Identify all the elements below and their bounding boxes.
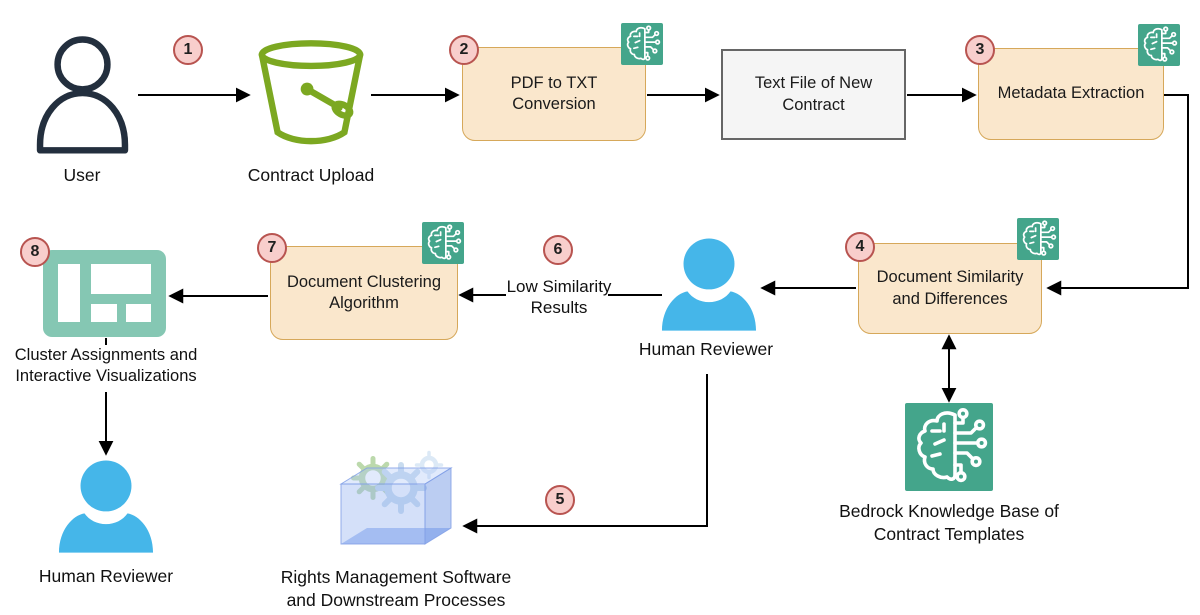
text-file-box: Text File of New Contract xyxy=(721,49,906,140)
person-solid-icon xyxy=(660,238,758,332)
pdf-to-txt-box: PDF to TXT Conversion xyxy=(462,47,646,141)
gears-in-cube-icon xyxy=(333,443,458,550)
step-badge-5: 5 xyxy=(545,485,575,515)
user-label: User xyxy=(63,165,101,185)
bedrock-brain-circuit-icon xyxy=(1017,218,1059,260)
dashboard-grid-icon xyxy=(43,250,166,337)
metadata-extraction-box: Metadata Extraction xyxy=(978,48,1164,140)
bedrock-brain-circuit-icon xyxy=(621,23,663,65)
step-badge-4: 4 xyxy=(845,232,875,262)
step-badge-8: 8 xyxy=(20,237,50,267)
step-badge-1: 1 xyxy=(173,35,203,65)
step-badge-3: 3 xyxy=(965,35,995,65)
person-solid-icon xyxy=(57,460,155,554)
bedrock-brain-circuit-icon xyxy=(422,222,464,264)
document-clustering-label: Document Clustering Algorithm xyxy=(286,272,442,312)
rights-management-label: Rights Management Software and Downstrea… xyxy=(280,567,512,610)
step-badge-7: 7 xyxy=(257,233,287,263)
pdf-to-txt-label: PDF to TXT Conversion xyxy=(510,73,598,113)
step-badge-6: 6 xyxy=(543,235,573,265)
low-similarity-label: Low Similarity Results xyxy=(506,277,612,318)
human-reviewer-bottom-label: Human Reviewer xyxy=(38,566,174,586)
bedrock-brain-circuit-icon xyxy=(1138,24,1180,66)
cluster-assignments-label: Cluster Assignments and Interactive Visu… xyxy=(14,346,198,386)
bedrock-kb-label: Bedrock Knowledge Base of Contract Templ… xyxy=(839,501,1059,544)
person-outline-icon xyxy=(28,34,137,154)
metadata-extraction-label: Metadata Extraction xyxy=(997,84,1145,103)
contract-upload-label: Contract Upload xyxy=(247,165,375,185)
step-badge-2: 2 xyxy=(449,35,479,65)
s3-bucket-icon xyxy=(255,36,368,148)
arrow-reviewer-to-rights xyxy=(462,374,708,534)
human-reviewer-mid-label: Human Reviewer xyxy=(638,339,774,359)
bedrock-brain-circuit-icon xyxy=(905,403,993,491)
document-similarity-box: Document Similarity and Differences xyxy=(858,243,1042,334)
text-file-label: Text File of New Contract xyxy=(754,74,873,114)
document-similarity-label: Document Similarity and Differences xyxy=(876,268,1024,308)
